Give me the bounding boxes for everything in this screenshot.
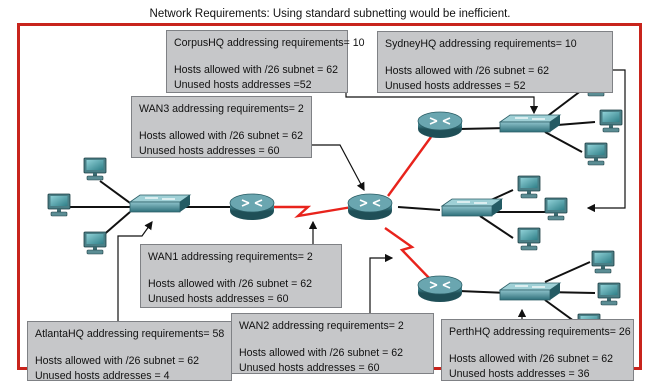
sydney-connector	[586, 69, 626, 213]
atlanta-pc-bottom-icon	[83, 231, 107, 255]
wan2-requirement: WAN2 addressing requirements= 2	[239, 320, 404, 332]
corpus-connector	[345, 93, 539, 115]
wan1-unused: Unused hosts addresses = 60	[148, 293, 289, 305]
atlanta-switch-icon	[129, 194, 191, 213]
atlanta-pc-left-icon	[47, 193, 71, 217]
corpus-requirement: CorpusHQ addressing requirements= 10	[174, 37, 365, 49]
perth-pc-right-icon	[597, 282, 621, 306]
sydney-pc-right-icon	[599, 109, 623, 133]
perth-unused: Unused hosts addresses = 36	[449, 368, 590, 380]
sydney-unused: Unused hosts addresses = 52	[385, 80, 526, 92]
wan1-hosts-allowed: Hosts allowed with /26 subnet = 62	[148, 278, 313, 290]
sydney-router-icon	[417, 111, 463, 139]
wan2-requirements-box: WAN2 addressing requirements= 2 Hosts al…	[231, 313, 434, 374]
atlanta-router-icon	[229, 193, 275, 221]
atlanta-connector	[117, 221, 153, 321]
wan3-connector	[312, 144, 365, 192]
atlanta-hosts-allowed: Hosts allowed with /26 subnet = 62	[35, 355, 200, 367]
sydney-pc-bottom-icon	[584, 142, 608, 166]
wan2-hosts-allowed: Hosts allowed with /26 subnet = 62	[239, 347, 404, 359]
sydney-requirement: SydneyHQ addressing requirements= 10	[385, 38, 577, 50]
wan2-unused: Unused hosts addresses = 60	[239, 362, 380, 374]
atlanta-pc-top-icon	[83, 157, 107, 181]
wan2-connector	[369, 253, 394, 313]
corpus-pc-bottom-icon	[517, 227, 541, 251]
wan3-requirements-box: WAN3 addressing requirements= 2 Hosts al…	[131, 96, 312, 158]
corpus-pc-top-icon	[517, 175, 541, 199]
sydney-switch-icon	[499, 114, 561, 133]
wan3-requirement: WAN3 addressing requirements= 2	[139, 103, 304, 115]
wan1-requirement: WAN1 addressing requirements= 2	[148, 251, 313, 263]
perth-router-icon	[417, 275, 463, 303]
perth-requirement: PerthHQ addressing requirements= 26	[449, 326, 631, 338]
diagram-title: Network Requirements: Using standard sub…	[149, 8, 511, 20]
corpus-hosts-allowed: Hosts allowed with /26 subnet = 62	[174, 64, 339, 76]
perth-requirements-box: PerthHQ addressing requirements= 26 Host…	[441, 319, 634, 381]
wan3-unused: Unused hosts addresses = 60	[139, 145, 280, 157]
corpus-switch-icon	[441, 198, 503, 217]
atlanta-requirement: AtlantaHQ addressing requirements= 58	[35, 328, 225, 340]
corpus-requirements-box: CorpusHQ addressing requirements= 10 Hos…	[166, 30, 365, 93]
perth-switch-icon	[499, 282, 561, 301]
atlanta-requirements-box: AtlantaHQ addressing requirements= 58 Ho…	[27, 321, 232, 382]
hub-router-icon	[347, 193, 393, 221]
perth-hosts-allowed: Hosts allowed with /26 subnet = 62	[449, 353, 614, 365]
sydney-requirements-box: SydneyHQ addressing requirements= 10 Hos…	[377, 31, 613, 93]
wan1-requirements-box: WAN1 addressing requirements= 2 Hosts al…	[140, 244, 342, 308]
sydney-hosts-allowed: Hosts allowed with /26 subnet = 62	[385, 65, 550, 77]
wan3-hosts-allowed: Hosts allowed with /26 subnet = 62	[139, 130, 304, 142]
perth-pc-top-icon	[591, 250, 615, 274]
corpus-unused: Unused hosts addresses =52	[174, 79, 312, 91]
atlanta-unused: Unused hosts addresses = 4	[35, 370, 170, 382]
corpus-pc-right-icon	[544, 197, 568, 221]
